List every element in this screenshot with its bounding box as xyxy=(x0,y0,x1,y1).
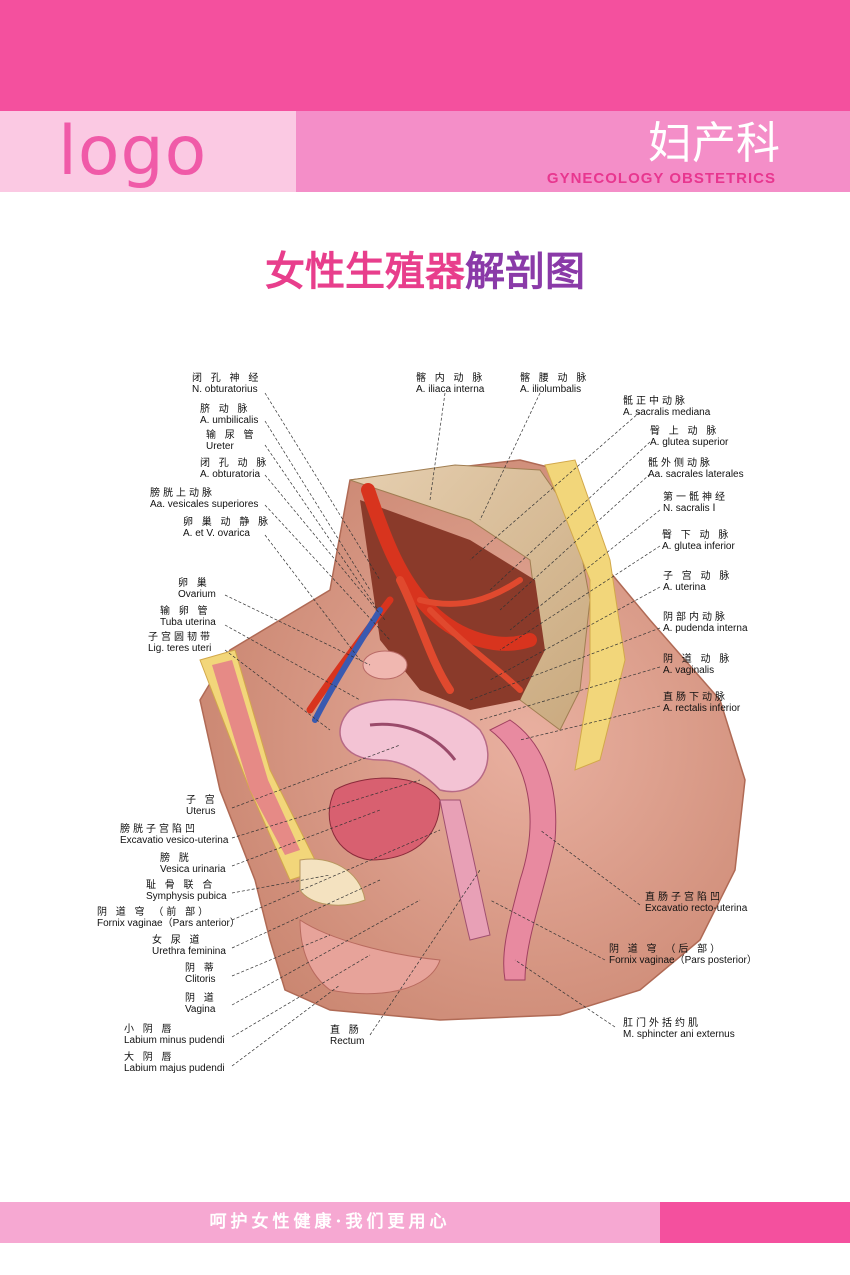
top-band xyxy=(0,0,850,111)
uterus xyxy=(339,698,489,793)
vagina xyxy=(439,799,491,941)
footer-slogan: 呵护女性健康·我们更用心 xyxy=(209,1212,451,1232)
ovarian-vein xyxy=(312,607,383,723)
labia xyxy=(299,919,441,995)
footer-accent xyxy=(660,1202,850,1243)
anatomy-illustration xyxy=(199,392,746,1067)
logo-band xyxy=(0,111,296,192)
logo: logo xyxy=(58,112,208,191)
page-title-part1: 女性生殖器 xyxy=(265,249,465,295)
department-band xyxy=(296,111,850,192)
page-title-part2: 解剖图 xyxy=(465,249,585,295)
department-title-en: GYNECOLOGY OBSTETRICS xyxy=(546,170,776,187)
label-fornix-anterior: 阴 道 穹 （前 部）Fornix vaginae（Pars anterior） xyxy=(97,907,240,929)
uterine-cavity xyxy=(369,722,457,761)
bladder xyxy=(328,777,441,861)
leader-lines xyxy=(224,392,661,1067)
ovary xyxy=(362,650,408,680)
abdominal-muscle xyxy=(212,660,300,855)
posterior-fat-layer xyxy=(544,459,626,771)
artery-branch-2 xyxy=(417,577,523,607)
artery-branch-1 xyxy=(396,576,454,694)
department-title-cn: 妇产科 xyxy=(648,118,780,169)
footer-band xyxy=(0,1202,660,1243)
page-title: 女性生殖器解剖图 xyxy=(0,244,850,300)
pubic-symphysis xyxy=(299,858,366,906)
rectum xyxy=(489,719,557,981)
label-fornix-posterior: 阴 道 穹 （后 部）Fornix vaginae（Pars posterior… xyxy=(609,944,757,966)
